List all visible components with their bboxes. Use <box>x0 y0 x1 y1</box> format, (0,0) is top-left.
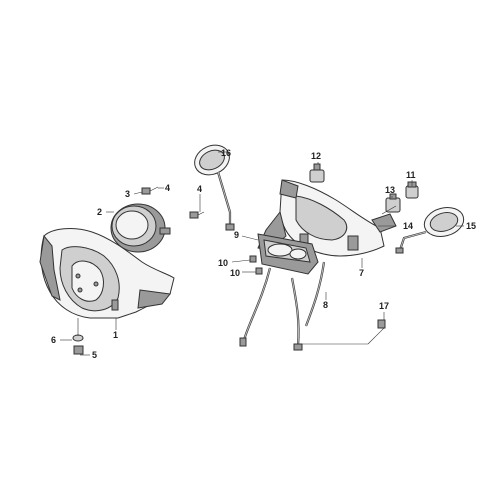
left-mirror-part[interactable] <box>190 140 235 231</box>
headlight-lamp-part[interactable] <box>110 203 171 253</box>
callout-12: 12 <box>311 151 321 161</box>
right-mirror-part[interactable] <box>395 203 467 254</box>
leader-lines <box>60 151 464 356</box>
callout-11: 11 <box>406 170 416 180</box>
callout-15: 15 <box>466 221 476 231</box>
speedometer-part[interactable] <box>257 233 319 275</box>
speedometer-cable-part[interactable] <box>239 261 326 351</box>
bolt-part[interactable] <box>377 319 386 329</box>
callout-2: 2 <box>97 207 102 217</box>
bolt-part[interactable] <box>249 255 257 263</box>
screw-part[interactable] <box>189 211 205 219</box>
callout-17: 17 <box>379 301 389 311</box>
bolt-part[interactable] <box>141 186 159 195</box>
switch-part[interactable] <box>385 193 401 213</box>
callout-16: 16 <box>221 148 231 158</box>
callout-4a: 4 <box>165 183 170 193</box>
callout-8: 8 <box>323 300 328 310</box>
callout-4b: 4 <box>197 184 202 194</box>
nut-part[interactable] <box>73 345 84 355</box>
callout-14: 14 <box>403 221 413 231</box>
headlight-cover-part[interactable] <box>39 228 175 319</box>
callout-3: 3 <box>125 189 130 199</box>
callout-7: 7 <box>359 268 364 278</box>
callout-10a: 10 <box>218 258 228 268</box>
callout-6: 6 <box>51 335 56 345</box>
callout-9: 9 <box>234 230 239 240</box>
callout-labels: 1 2 3 4 4 5 6 7 8 9 10 10 11 12 13 14 15… <box>51 148 476 360</box>
callout-10b: 10 <box>230 268 240 278</box>
bolt-part[interactable] <box>255 267 263 275</box>
callout-5: 5 <box>92 350 97 360</box>
callout-1: 1 <box>113 330 118 340</box>
switch-part[interactable] <box>309 163 325 183</box>
callout-13: 13 <box>385 185 395 195</box>
